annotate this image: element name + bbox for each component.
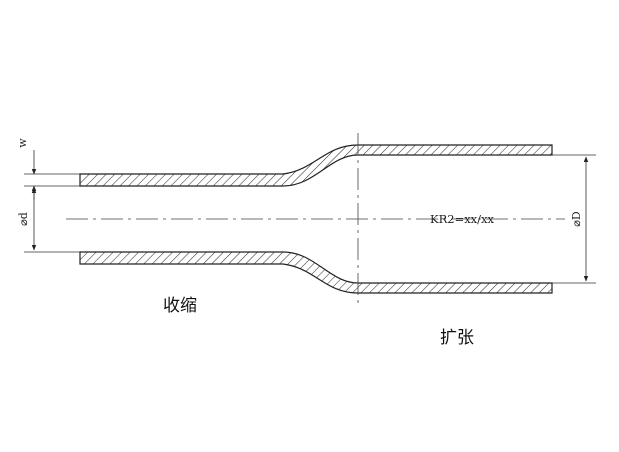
inner-diameter-expanded-label: ⌀D bbox=[570, 211, 583, 227]
wall-thickness-label: w bbox=[16, 138, 29, 148]
inner-diameter-shrunk-label: ⌀d bbox=[17, 212, 30, 226]
lower-tube-wall bbox=[79, 251, 553, 294]
shrink-ratio-label: KR2=xx/xx bbox=[430, 212, 495, 226]
upper-tube-wall bbox=[79, 144, 553, 187]
shrunk-state-label: 收缩 bbox=[163, 296, 197, 316]
expanded-state-label: 扩张 bbox=[440, 328, 474, 348]
